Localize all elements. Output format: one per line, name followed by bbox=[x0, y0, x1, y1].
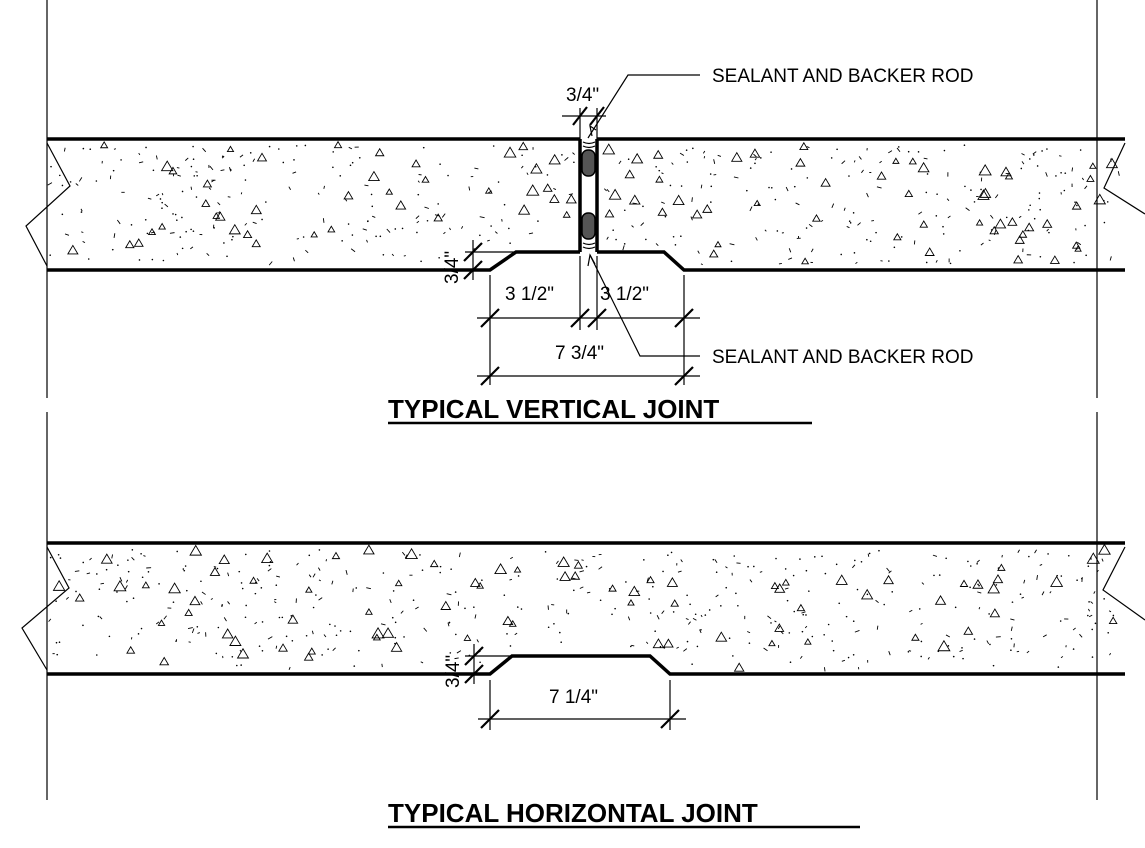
break-line-right bbox=[1103, 142, 1145, 215]
note-sealant-backer-rod-top: SEALANT AND BACKER ROD bbox=[712, 66, 974, 87]
dimension-joint-width bbox=[562, 106, 606, 139]
concrete-aggregate-hatch bbox=[48, 543, 1118, 672]
dimension-recess-depth bbox=[464, 644, 512, 684]
concrete-aggregate-hatch bbox=[47, 140, 1120, 266]
dim-label-right-half: 3 1/2" bbox=[600, 284, 649, 305]
dim-label-joint-width: 3/4" bbox=[566, 85, 599, 106]
break-line-left bbox=[25, 142, 71, 267]
dim-label-overall: 7 3/4" bbox=[555, 343, 604, 364]
horizontal-joint-detail: 3/4" 7 1/4" TYPICAL HORIZONTAL JOINT bbox=[21, 541, 1145, 829]
left-panel bbox=[47, 137, 582, 272]
leader-sealant-bottom bbox=[587, 253, 700, 357]
dimension-overall bbox=[477, 366, 700, 386]
title-vertical-joint: TYPICAL VERTICAL JOINT bbox=[388, 394, 719, 424]
note-sealant-backer-rod-bottom: SEALANT AND BACKER ROD bbox=[712, 347, 974, 368]
right-panel bbox=[595, 137, 1125, 272]
panel-edges bbox=[47, 541, 1125, 676]
dimension-recess-width bbox=[478, 680, 686, 730]
break-line-left bbox=[21, 546, 70, 671]
leader-sealant-top bbox=[587, 74, 700, 139]
dimension-recess-halves bbox=[477, 256, 700, 385]
dim-label-recess-depth: 3/4" bbox=[442, 251, 463, 284]
title-horizontal-joint: TYPICAL HORIZONTAL JOINT bbox=[388, 798, 758, 828]
break-line-right bbox=[1102, 546, 1145, 621]
dim-label-left-half: 3 1/2" bbox=[505, 284, 554, 305]
dimension-recess-depth bbox=[463, 240, 516, 280]
dim-label-recess-width: 7 1/4" bbox=[549, 687, 598, 708]
backer-rod-icon bbox=[581, 141, 596, 250]
dim-label-recess-depth: 3/4" bbox=[443, 655, 464, 688]
vertical-joint-detail: 3/4" SEALANT AND BACKER ROD 3/4" 3 bbox=[25, 66, 1145, 425]
